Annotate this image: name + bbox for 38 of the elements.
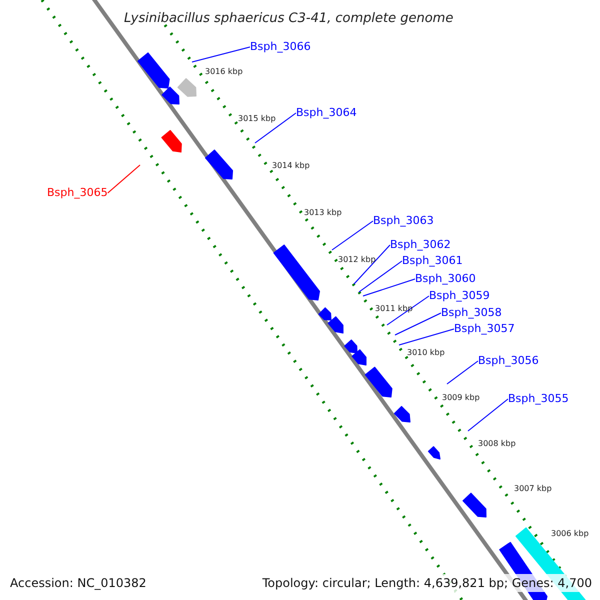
tick-label: 3014 kbp — [272, 161, 310, 171]
gene-label: Bsph_3062 — [390, 238, 451, 252]
gene-label: Bsph_3057 — [454, 322, 515, 336]
accession-text: Accession: NC_010382 — [10, 575, 146, 592]
leader-line — [362, 278, 416, 296]
leader-line — [254, 112, 296, 144]
tick-label: 3011 kbp — [375, 304, 413, 314]
gene-label: Bsph_3060 — [415, 272, 476, 286]
tick-label: 3009 kbp — [442, 393, 480, 403]
genome-info-text: Topology: circular; Length: 4,639,821 bp; Genes: 4,700 — [262, 574, 592, 592]
leader-line — [386, 296, 430, 326]
gene-label: Bsph_3056 — [478, 354, 539, 368]
leader-line — [332, 220, 374, 250]
tick-label: 3007 kbp — [514, 484, 552, 494]
tick-label: 3006 kbp — [551, 529, 589, 539]
gene-label: Bsph_3059 — [429, 289, 490, 303]
gene-label: Bsph_3055 — [508, 392, 569, 406]
gene-label: Bsph_3064 — [296, 106, 357, 120]
tick-label: 3015 kbp — [238, 114, 276, 124]
gene-label: Bsph_3065 — [47, 186, 108, 200]
leader-line — [354, 244, 390, 284]
title: Lysinibacillus sphaericus C3-41, complete genome — [124, 10, 454, 28]
gene-label: Bsph_3063 — [373, 214, 434, 228]
leader-line — [468, 398, 508, 432]
leader-line — [394, 312, 442, 336]
leader-line — [107, 164, 140, 194]
tick-label: 3013 kbp — [304, 208, 342, 218]
leader-line — [446, 360, 478, 384]
gene-label: Bsph_3061 — [402, 254, 463, 268]
leader-line — [192, 46, 250, 62]
leader-line — [398, 328, 454, 346]
tick-label: 3012 kbp — [338, 255, 376, 265]
tick-label: 3008 kbp — [478, 439, 516, 449]
leader-line — [358, 260, 402, 292]
gene-label: Bsph_3066 — [250, 40, 311, 54]
tick-label: 3010 kbp — [407, 348, 445, 358]
tick-label: 3016 kbp — [205, 67, 243, 77]
gene-label: Bsph_3058 — [441, 306, 502, 320]
